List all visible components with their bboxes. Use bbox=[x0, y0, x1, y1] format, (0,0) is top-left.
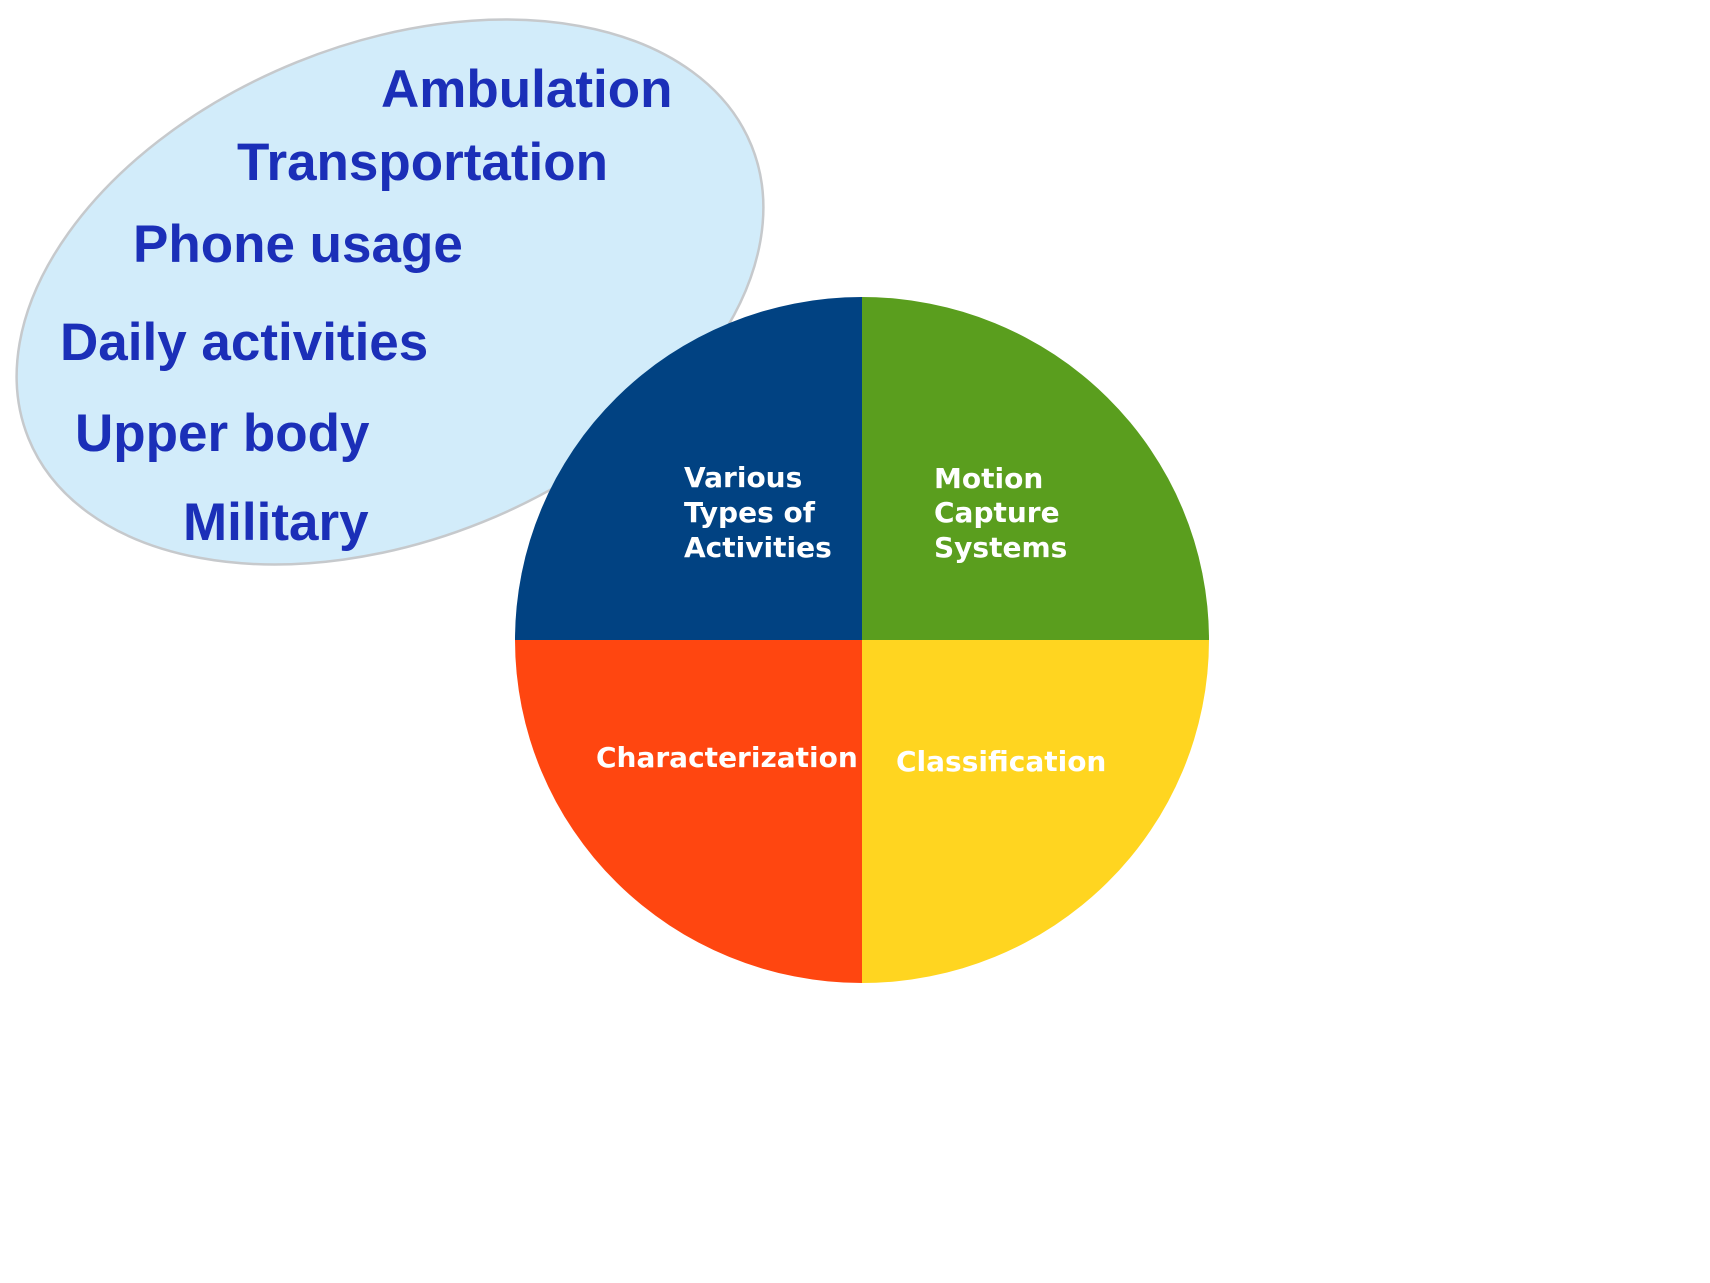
activity-daily-activities: Daily activities bbox=[60, 313, 428, 372]
activity-upper-body: Upper body bbox=[75, 404, 370, 463]
quadrant-label-activities: Various Types of Activities bbox=[684, 461, 832, 564]
activity-ambulation: Ambulation bbox=[381, 60, 672, 119]
quadrant-motion-capture bbox=[862, 297, 1209, 640]
quadrant-characterization bbox=[515, 640, 862, 983]
quadrant-classification bbox=[862, 640, 1209, 983]
activity-phone-usage: Phone usage bbox=[133, 215, 463, 274]
activity-military: Military bbox=[183, 493, 369, 552]
quadrant-label-classification: Classification bbox=[896, 745, 1106, 778]
activity-transportation: Transportation bbox=[237, 133, 608, 192]
activities-ellipse bbox=[15, 18, 765, 566]
quadrant-label-characterization: Characterization bbox=[596, 741, 858, 774]
quadrant-label-motion-capture: Motion Capture Systems bbox=[934, 462, 1069, 564]
quadrant-activities bbox=[515, 297, 862, 640]
